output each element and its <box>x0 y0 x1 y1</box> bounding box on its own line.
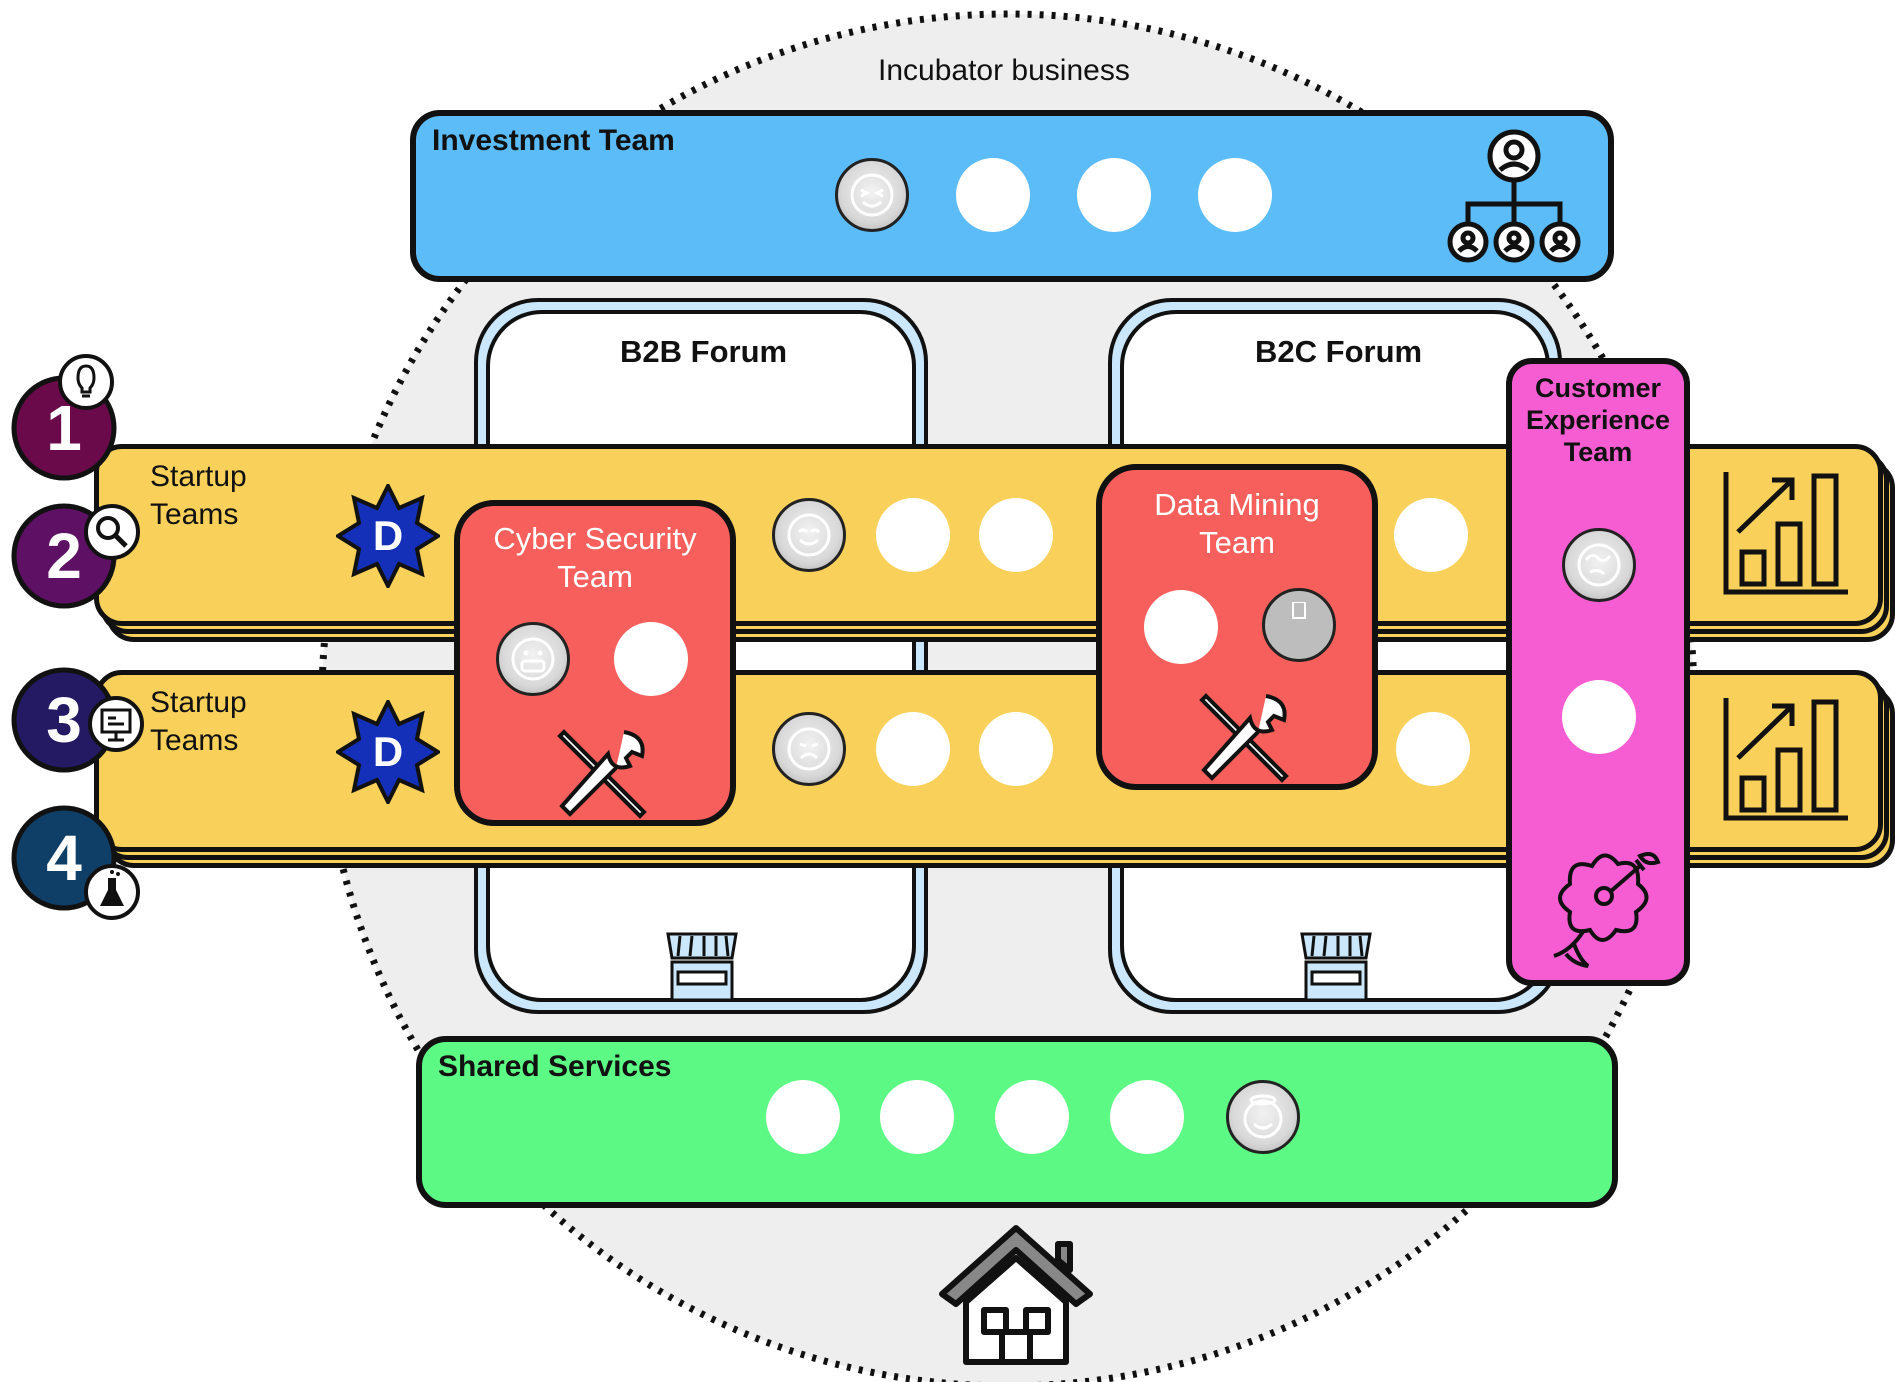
step-marker-2: 2 <box>11 503 117 609</box>
empty-seat <box>995 1080 1069 1154</box>
svg-text:D: D <box>373 728 403 775</box>
empty-seat <box>1198 158 1272 232</box>
avatar-member <box>1562 528 1636 602</box>
empty-seat <box>614 622 688 696</box>
step-marker-4: 4 <box>11 805 117 911</box>
empty-seat <box>1394 498 1468 572</box>
growth-chart-icon <box>1723 472 1848 595</box>
empty-seat <box>1077 158 1151 232</box>
avatar-member <box>772 712 846 786</box>
shared-services-label: Shared Services <box>438 1050 672 1083</box>
flask-icon <box>84 864 140 920</box>
empty-seat <box>956 158 1030 232</box>
d-badge-icon: D <box>336 700 440 804</box>
market-stall-icon <box>666 932 738 1002</box>
presentation-icon <box>88 696 144 752</box>
investment-team-label: Investment Team <box>432 124 675 157</box>
b2c-forum-label: B2C Forum <box>1255 334 1423 369</box>
avatar-member <box>1226 1080 1300 1154</box>
svg-text:4: 4 <box>46 822 82 894</box>
market-stall-icon <box>1300 932 1372 1002</box>
empty-seat <box>979 712 1053 786</box>
hibiscus-flower-icon <box>1553 852 1661 968</box>
magnifier-icon <box>84 504 140 560</box>
empty-seat <box>979 498 1053 572</box>
growth-chart-icon <box>1723 698 1848 821</box>
customer-experience-team-box <box>1506 358 1690 986</box>
empty-seat <box>876 712 950 786</box>
empty-seat <box>1144 590 1218 664</box>
lightbulb-icon <box>58 354 114 410</box>
avatar-member <box>835 158 909 232</box>
svg-text:D: D <box>373 512 403 559</box>
step-marker-3: 3 <box>11 667 117 773</box>
tools-icon <box>557 729 647 819</box>
empty-seat <box>1396 712 1470 786</box>
empty-seat <box>876 498 950 572</box>
tools-icon <box>1199 693 1289 783</box>
svg-text:3: 3 <box>46 684 82 756</box>
empty-seat <box>1110 1080 1184 1154</box>
avatar-member <box>496 622 570 696</box>
empty-seat <box>766 1080 840 1154</box>
empty-seat <box>880 1080 954 1154</box>
incubator-title: Incubator business <box>878 54 1130 87</box>
avatar-member <box>1262 588 1336 662</box>
b2b-forum-label: B2B Forum <box>620 334 788 369</box>
d-badge-icon: D <box>336 484 440 588</box>
empty-seat <box>1562 680 1636 754</box>
org-chart-icon <box>1447 129 1581 263</box>
svg-text:2: 2 <box>46 520 82 592</box>
home-icon <box>939 1225 1093 1365</box>
avatar-member <box>772 498 846 572</box>
